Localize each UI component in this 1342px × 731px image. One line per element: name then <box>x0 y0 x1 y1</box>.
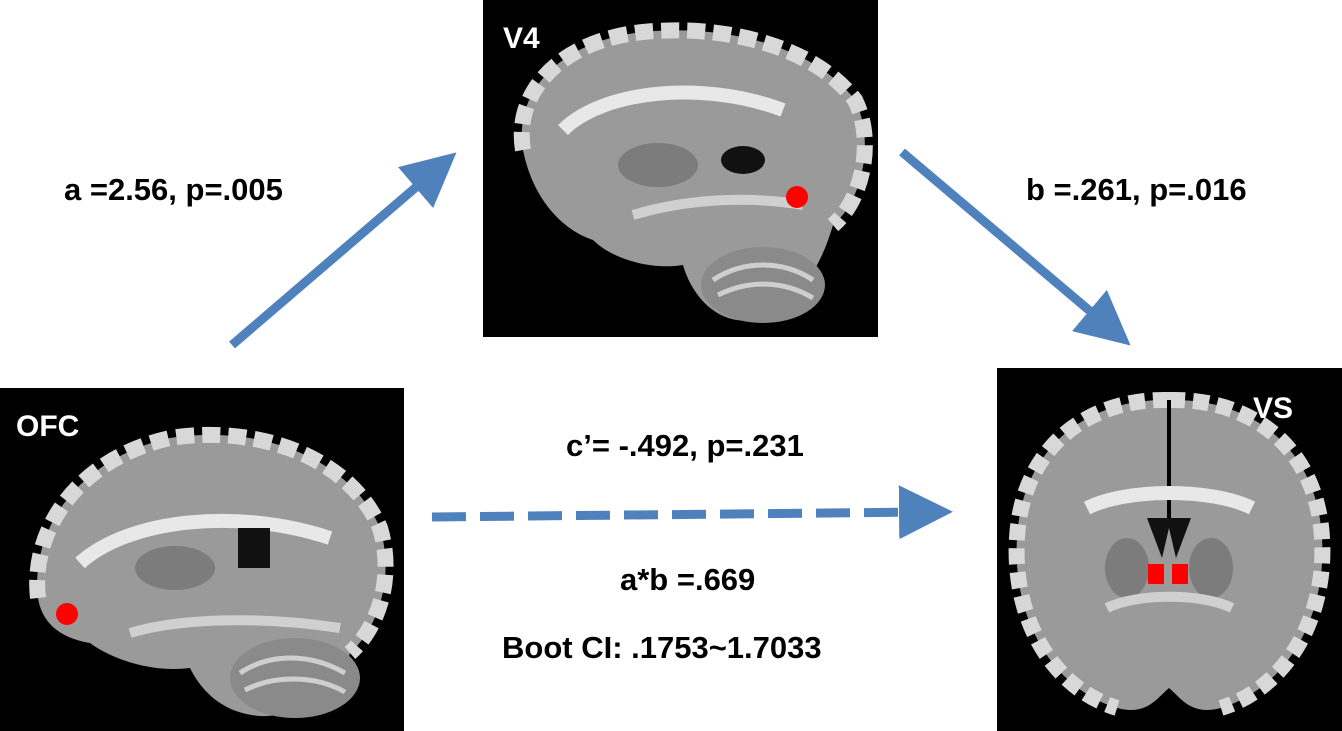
vs-roi-marker-left <box>1148 564 1164 584</box>
v4-roi-marker <box>786 186 808 208</box>
arrow-v4-to-vs <box>899 148 1131 346</box>
direct-path-statistic: c’= -.492, p=.231 <box>566 428 804 463</box>
bootstrap-ci-statistic: Boot CI: .1753~1.7033 <box>502 630 822 665</box>
indirect-effect-statistic: a*b =.669 <box>620 562 756 597</box>
v4-label: V4 <box>503 22 540 55</box>
ofc-label: OFC <box>16 410 80 443</box>
vs-roi-marker-right <box>1172 564 1188 584</box>
ofc-sagittal-brain-image <box>29 427 394 718</box>
arrow-ofc-to-v4 <box>229 152 457 349</box>
v4-brain-panel: V4 <box>483 0 878 337</box>
vs-label: VS <box>1253 392 1294 425</box>
v4-sagittal-brain-image <box>513 22 873 323</box>
vs-coronal-brain-image <box>1008 391 1331 716</box>
ofc-brain-panel: OFC <box>0 388 404 731</box>
ofc-roi-marker <box>56 603 78 625</box>
arrow-ofc-to-vs-direct <box>431 485 953 540</box>
path-a-statistic: a =2.56, p=.005 <box>64 172 283 207</box>
vs-brain-panel: VS <box>997 368 1342 731</box>
path-b-statistic: b =.261, p=.016 <box>1026 172 1247 207</box>
